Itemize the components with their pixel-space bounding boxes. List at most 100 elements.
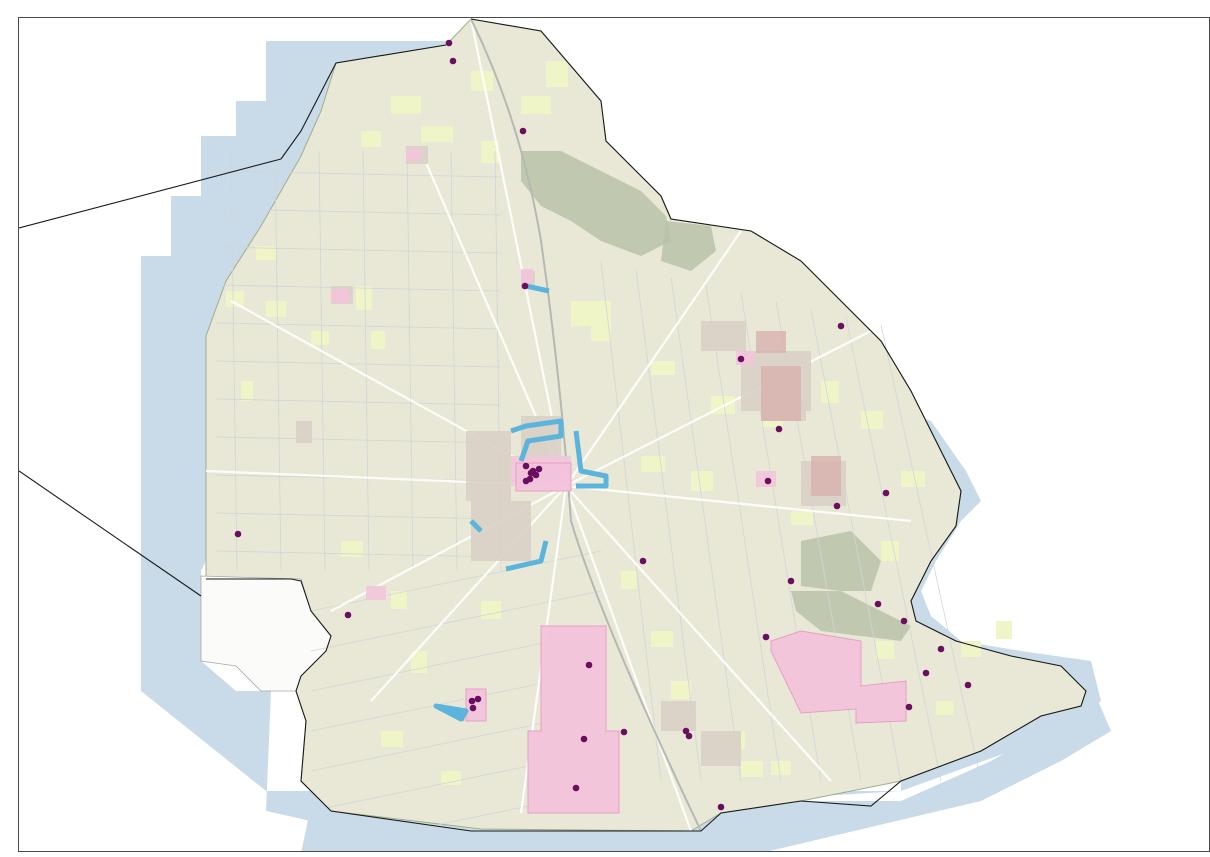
zone-pink-west[interactable]: [465, 688, 487, 722]
forest-area: [791, 591, 911, 641]
agri-patch: [381, 731, 403, 747]
road: [565, 330, 872, 487]
boundary-line: [19, 470, 202, 597]
ditch-line: [600, 260, 662, 782]
ditch-line: [362, 150, 370, 572]
ditch-line: [215, 246, 502, 254]
agri-patch: [226, 291, 244, 307]
agri-patch: [901, 471, 925, 487]
poi-marker[interactable]: [762, 633, 770, 641]
agri-patch: [341, 541, 363, 557]
poi-marker[interactable]: [580, 735, 588, 743]
ditch-line: [845, 316, 942, 782]
poi-marker[interactable]: [922, 669, 930, 677]
ditch-line: [215, 398, 502, 406]
poi-marker[interactable]: [521, 282, 529, 290]
urban-area: [466, 431, 511, 501]
canal: [510, 418, 564, 462]
agri-patch: [256, 246, 276, 260]
poi-marker[interactable]: [764, 477, 772, 485]
ditch-line: [635, 268, 702, 782]
poi-marker[interactable]: [682, 727, 690, 735]
poi-marker[interactable]: [874, 600, 882, 608]
ditch-line: [274, 150, 282, 572]
poi-marker[interactable]: [234, 530, 242, 538]
road: [565, 230, 742, 487]
map-canvas[interactable]: [19, 18, 1210, 852]
poi-marker[interactable]: [572, 784, 580, 792]
agri-patch: [421, 126, 453, 142]
agri-patch: [651, 361, 675, 375]
poi-marker[interactable]: [532, 471, 540, 479]
agri-patch: [266, 301, 286, 317]
road: [564, 485, 693, 832]
agri-patch: [996, 621, 1012, 639]
forest-area: [661, 221, 716, 271]
agri-patch: [741, 761, 763, 777]
agri-patch: [771, 761, 791, 775]
poi-marker[interactable]: [445, 39, 453, 47]
ditch-line: [215, 170, 502, 178]
poi-marker[interactable]: [900, 617, 908, 625]
poi-marker[interactable]: [620, 728, 628, 736]
urban-pink: [406, 149, 420, 161]
agri-patch: [391, 591, 407, 609]
canals: [433, 283, 609, 722]
poi-marker[interactable]: [519, 127, 527, 135]
poi-marker[interactable]: [469, 704, 477, 712]
poi-marker[interactable]: [937, 645, 945, 653]
forest-area: [521, 151, 671, 256]
agri-patch: [521, 96, 551, 114]
agri-patch: [311, 331, 329, 345]
poi-marker[interactable]: [905, 703, 913, 711]
urban-area: [661, 701, 696, 731]
poi-marker[interactable]: [737, 355, 745, 363]
poi-marker[interactable]: [344, 611, 352, 619]
agri-patch: [621, 571, 637, 589]
agri-patch: [691, 471, 713, 491]
ditch-line: [318, 150, 326, 572]
boundary-lines: [19, 18, 1087, 832]
poi-marker[interactable]: [639, 557, 647, 565]
poi-marker[interactable]: [522, 477, 530, 485]
poi-marker[interactable]: [535, 465, 543, 473]
agri-patch: [441, 771, 461, 785]
poi-marker[interactable]: [882, 489, 890, 497]
agri-patch: [356, 286, 372, 310]
poi-marker[interactable]: [685, 732, 693, 740]
zone-pink-southeast[interactable]: [770, 630, 907, 724]
poi-marker[interactable]: [527, 469, 535, 477]
zone-pink-south[interactable]: [527, 625, 620, 814]
poi-marker[interactable]: [787, 577, 795, 585]
poi-marker[interactable]: [833, 502, 841, 510]
agri-patch: [936, 701, 954, 715]
ditch-line: [406, 150, 414, 572]
agri-patch: [481, 141, 499, 163]
ditch-line: [310, 550, 602, 612]
urban-area-red: [761, 366, 801, 421]
poi-marker[interactable]: [837, 322, 845, 330]
poi-marker[interactable]: [522, 462, 530, 470]
poi-marker[interactable]: [964, 681, 972, 689]
poi-marker[interactable]: [449, 57, 457, 65]
poi-marker[interactable]: [717, 803, 725, 811]
ditch-line: [230, 150, 238, 572]
agri-patch: [361, 131, 381, 147]
poi-marker[interactable]: [474, 695, 482, 703]
ditch-line: [215, 284, 502, 292]
poi-marker[interactable]: [468, 697, 476, 705]
forest-area: [801, 531, 881, 591]
railway: [470, 18, 702, 832]
agri-patch: [391, 96, 421, 114]
poi-marker[interactable]: [775, 425, 783, 433]
agri-patch: [861, 411, 883, 429]
ditch-line: [310, 590, 602, 652]
poi-markers[interactable]: [234, 39, 972, 811]
poi-marker[interactable]: [585, 661, 593, 669]
canal-basin: [436, 706, 466, 721]
urban-area: [296, 421, 312, 443]
urban-pink: [331, 289, 349, 303]
road: [370, 485, 567, 702]
agri-patch: [671, 681, 691, 699]
boundary-line: [206, 18, 1087, 832]
